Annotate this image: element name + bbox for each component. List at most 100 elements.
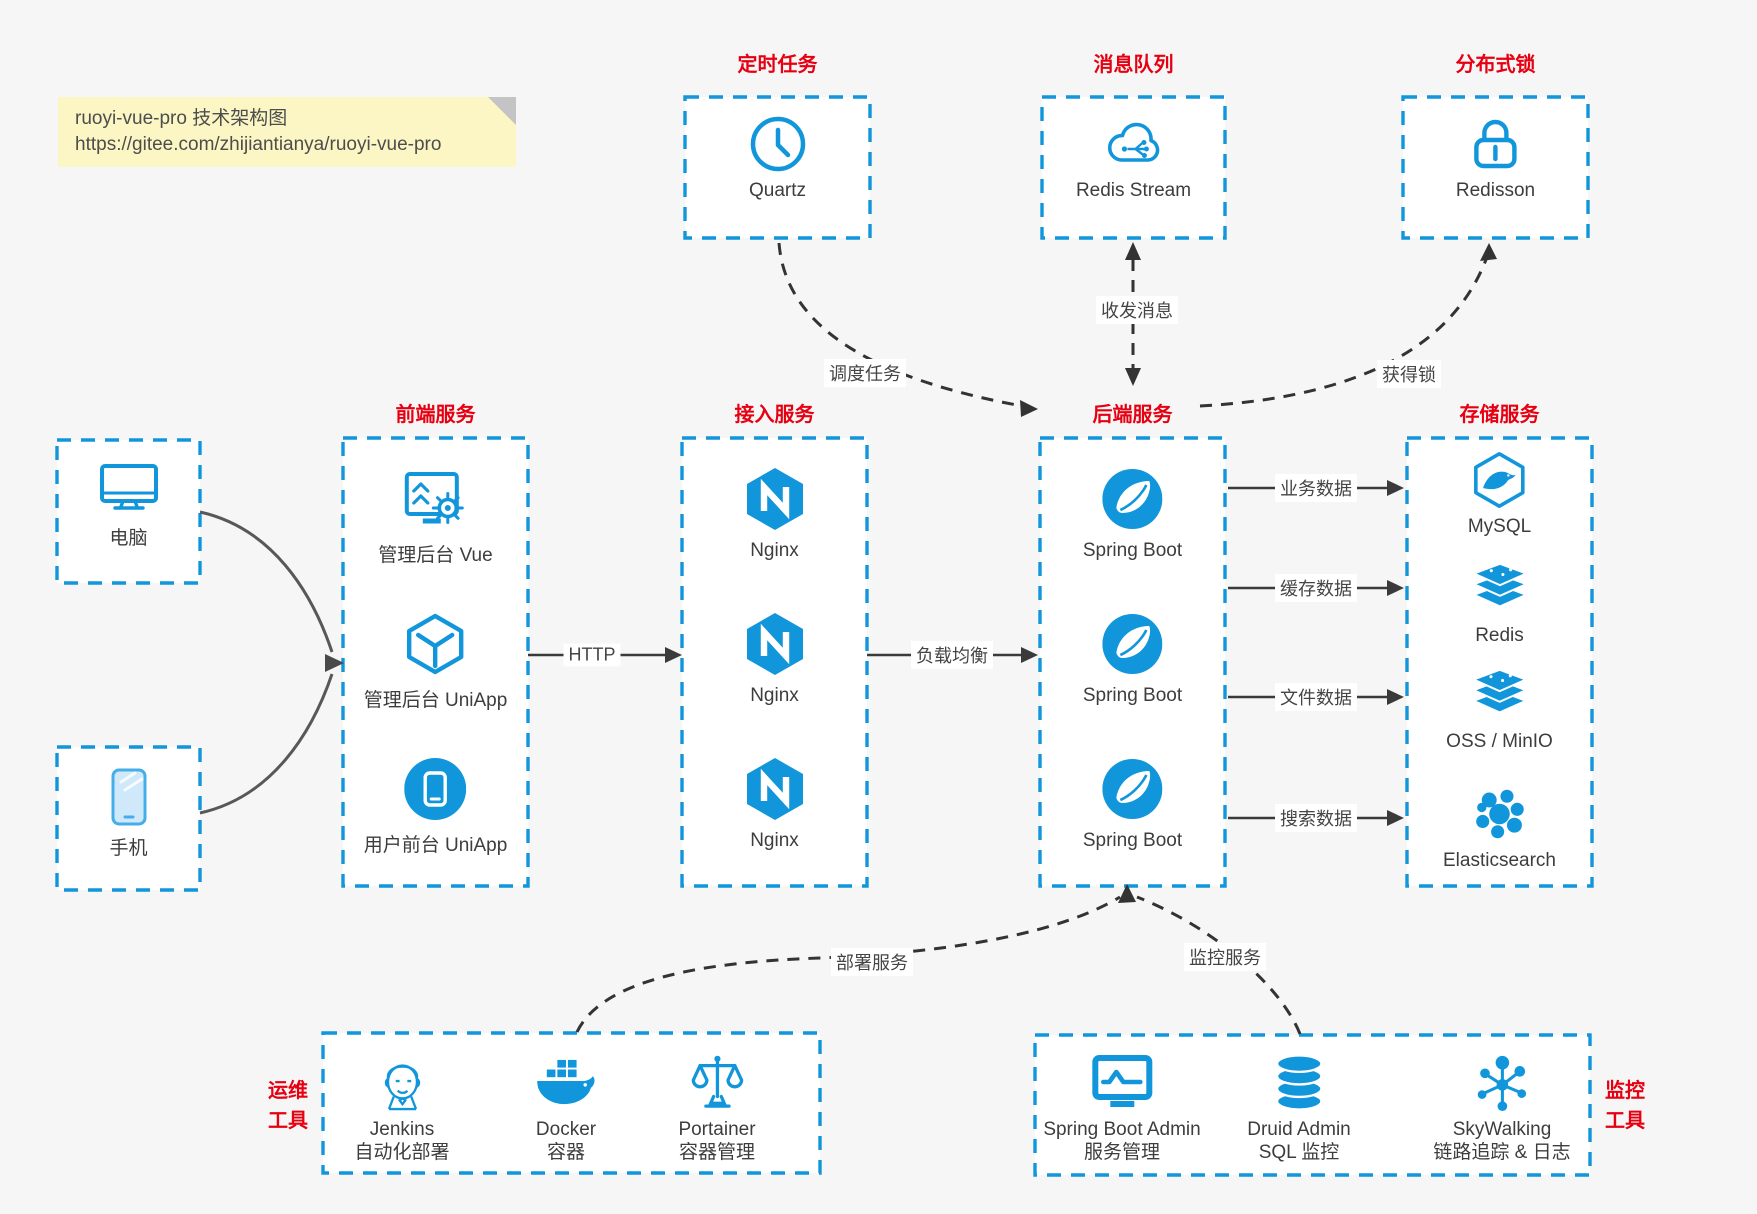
edge-mobile-to-frontend [199, 673, 334, 815]
arrowhead-into-frontend [325, 654, 344, 672]
node-label: 用户前台 UniApp [363, 835, 508, 856]
node-label: 电脑 [109, 528, 148, 549]
mobile-icon [109, 767, 149, 827]
arrowhead-load-balance [1021, 647, 1038, 663]
node-spring-boot-admin: Spring Boot Admin 服务管理 [1043, 1053, 1201, 1164]
node-spring-boot-1: Spring Boot [1083, 468, 1182, 562]
node-label: Redisson [1455, 180, 1536, 201]
node-label: Spring Boot [1082, 830, 1183, 851]
node-redisson: Redisson [1456, 114, 1535, 202]
node-mobile: 手机 [109, 767, 149, 860]
title-gateway-services: 接入服务 [734, 404, 815, 426]
node-label: 管理后台 Vue [378, 545, 493, 566]
backend-box: Spring Boot Spring Boot Spring Boot [1040, 438, 1225, 886]
title-distributed-lock: 分布式锁 [1455, 54, 1536, 76]
arrowhead-cache-data [1387, 580, 1404, 596]
elasticsearch-icon [1472, 786, 1528, 842]
ops-tools-box: Jenkins 自动化部署 Docker 容器 Portainer 容器管理 [323, 1033, 820, 1173]
user-app-icon [404, 758, 466, 820]
label-business-data: 业务数据 [1275, 474, 1357, 502]
quartz-box: Quartz [685, 97, 870, 238]
arrowhead-business-data [1387, 480, 1404, 496]
node-label: Nginx [750, 830, 799, 851]
node-label: 手机 [109, 838, 148, 859]
desktop-icon [97, 459, 161, 515]
title-scheduled-task: 定时任务 [737, 54, 818, 76]
redis-layers-icon [1470, 561, 1530, 617]
node-redis-stream: Redis Stream [1076, 118, 1191, 202]
node-admin-vue: 管理后台 Vue [378, 468, 493, 567]
node-sublabel: 自动化部署 [354, 1142, 450, 1163]
node-label: Spring Boot [1082, 685, 1183, 706]
node-label: Redis [1475, 625, 1524, 646]
node-label: Redis Stream [1075, 180, 1192, 201]
arrowhead-into-backend [1118, 884, 1136, 903]
label-send-receive-message: 收发消息 [1096, 296, 1178, 324]
spring-icon [1102, 468, 1162, 530]
node-label: Nginx [750, 685, 799, 706]
title-frontend-services: 前端服务 [395, 404, 476, 426]
node-docker: Docker 容器 [534, 1053, 598, 1164]
mysql-icon [1471, 452, 1527, 508]
node-label: OSS / MinIO [1446, 731, 1553, 752]
node-nginx-1: Nginx [744, 468, 806, 562]
edge-acquire-lock [1199, 256, 1489, 408]
skywalking-icon [1473, 1053, 1531, 1111]
node-label: Quartz [748, 180, 807, 201]
monitor-tools-box: Spring Boot Admin 服务管理 Druid Admin SQL 监… [1035, 1035, 1590, 1175]
nginx-icon [744, 613, 806, 675]
arrowhead-acquire-lock [1480, 243, 1497, 261]
arrowhead-message-up [1125, 242, 1141, 260]
node-sublabel: 链路追踪 & 日志 [1433, 1142, 1571, 1163]
label-monitor-service: 监控服务 [1184, 943, 1266, 971]
sba-monitor-icon [1090, 1053, 1154, 1111]
title-message-queue: 消息队列 [1093, 54, 1174, 76]
sticky-note: ruoyi-vue-pro 技术架构图 https://gitee.com/zh… [58, 97, 516, 167]
portainer-icon [690, 1053, 744, 1111]
node-label: Nginx [750, 540, 799, 561]
arrowhead-http [665, 647, 682, 663]
node-sublabel: SQL 监控 [1258, 1142, 1340, 1163]
title-ops-tools: 运维 工具 [268, 1080, 308, 1132]
node-label: Portainer [678, 1119, 756, 1140]
node-label: 管理后台 UniApp [363, 690, 508, 711]
node-pc: 电脑 [97, 459, 161, 550]
uniapp-cube-icon [404, 613, 466, 675]
lock-icon [1468, 114, 1524, 174]
arrowhead-file-data [1387, 689, 1404, 705]
pc-client-box: 电脑 [57, 440, 200, 583]
node-sublabel: 容器管理 [678, 1142, 756, 1163]
node-label: SkyWalking [1452, 1119, 1552, 1140]
spring-icon [1102, 613, 1162, 675]
edge-pc-to-frontend [199, 510, 334, 653]
node-label: Jenkins [369, 1119, 435, 1140]
docker-icon [534, 1053, 598, 1111]
title-storage-services: 存储服务 [1459, 404, 1540, 426]
arrowhead-schedule-task [1020, 400, 1038, 417]
label-acquire-lock: 获得锁 [1377, 360, 1441, 388]
redisson-box: Redisson [1403, 97, 1588, 238]
jenkins-icon [374, 1053, 430, 1111]
title-backend-services: 后端服务 [1092, 404, 1173, 426]
node-nginx-2: Nginx [744, 613, 806, 707]
node-sublabel: 容器 [546, 1142, 585, 1163]
clock-icon [748, 114, 808, 174]
node-label: MySQL [1467, 516, 1532, 537]
arrowhead-message-down [1125, 368, 1141, 386]
node-label: Spring Boot [1082, 540, 1183, 561]
node-elasticsearch: Elasticsearch [1443, 786, 1556, 872]
note-url-text: https://gitee.com/zhijiantianya/ruoyi-vu… [75, 134, 442, 155]
label-file-data: 文件数据 [1275, 683, 1357, 711]
label-deploy-service: 部署服务 [831, 948, 913, 976]
admin-vue-icon [402, 468, 468, 530]
node-nginx-3: Nginx [744, 758, 806, 852]
note-fold-corner [488, 97, 516, 125]
node-spring-boot-3: Spring Boot [1083, 758, 1182, 852]
frontend-box: 管理后台 Vue 管理后台 UniApp 用户前台 UniApp [343, 438, 528, 886]
spring-icon [1102, 758, 1162, 820]
node-label: Spring Boot Admin [1043, 1119, 1201, 1140]
label-load-balance: 负载均衡 [911, 641, 993, 669]
label-search-data: 搜索数据 [1275, 804, 1357, 832]
node-mysql: MySQL [1468, 452, 1531, 538]
